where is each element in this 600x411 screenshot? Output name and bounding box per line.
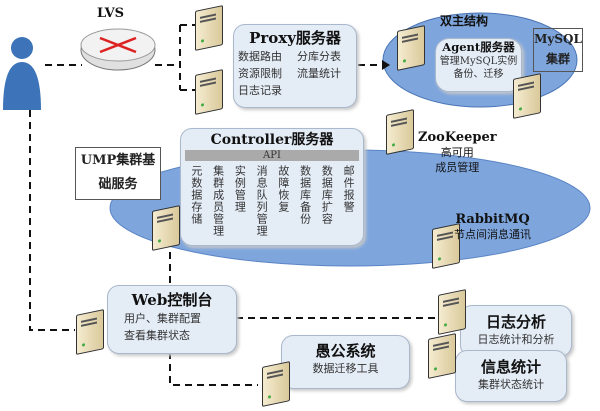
proxy-item: 流量统计 <box>297 67 341 80</box>
api-bar: API <box>185 150 359 161</box>
log-title: 日志分析 <box>485 313 546 331</box>
stats-server-icon <box>428 333 456 379</box>
proxy-item: 资源限制 <box>238 67 282 80</box>
zookeeper-label: ZooKeeper 高可用 成员管理 <box>418 130 497 175</box>
agent-server-icon <box>397 25 425 71</box>
zookeeper-server-icon <box>386 109 414 155</box>
log-line: 日志统计和分析 <box>477 333 555 346</box>
controller-function: 数据库备份 <box>298 165 312 225</box>
mysql-cluster-label: MySQL集群 <box>533 28 583 72</box>
stats-title: 信息统计 <box>480 358 541 376</box>
yugong-line: 数据迁移工具 <box>312 362 379 375</box>
web-line: 用户、集群配置 <box>124 312 201 325</box>
lvs-label: LVS <box>97 6 125 21</box>
dual-master-label: 双主结构 <box>440 14 489 28</box>
log-server-icon <box>438 289 466 335</box>
web-console-box: Web控制台 用户、集群配置 查看集群状态 <box>107 285 237 354</box>
zookeeper-line: 成员管理 <box>435 161 480 174</box>
web-line: 查看集群状态 <box>124 329 190 342</box>
controller-server-icon <box>152 205 180 251</box>
proxy-box: Proxy服务器 数据路由 分库分表 资源限制 流量统计 日志记录 <box>233 24 357 108</box>
agent-title: Agent服务器 <box>442 40 515 54</box>
proxy-title: Proxy服务器 <box>249 29 341 47</box>
log-analysis-box: 日志分析 日志统计和分析 <box>460 305 572 357</box>
web-server-icon <box>76 309 104 355</box>
controller-box: Controller服务器 API 元数据存储 集群成员管理 实例管理 消息队列… <box>180 128 364 246</box>
mysql-server-icon <box>513 73 541 119</box>
controller-function: 故障恢复 <box>276 165 290 213</box>
stats-box: 信息统计 集群状态统计 <box>455 350 567 402</box>
proxy-server-icon <box>195 5 223 51</box>
yugong-server-icon <box>262 361 290 407</box>
proxy-item: 数据路由 <box>238 50 282 63</box>
controller-function: 消息队列管理 <box>255 165 269 237</box>
user-icon <box>3 37 41 110</box>
controller-function: 元数据存储 <box>189 165 203 225</box>
agent-line: 备份、迁移 <box>453 69 504 80</box>
stats-line: 集群状态统计 <box>478 378 544 391</box>
proxy-server-icon <box>195 69 223 115</box>
yugong-title: 愚公系统 <box>315 342 376 360</box>
agent-box: Agent服务器 管理MySQL实例 备份、迁移 <box>435 38 522 92</box>
ump-label: UMP集群基础服务 <box>75 147 161 200</box>
controller-title: Controller服务器 <box>210 132 334 148</box>
rabbitmq-title: RabbitMQ <box>455 212 530 227</box>
controller-function: 集群成员管理 <box>211 165 225 237</box>
zookeeper-line: 高可用 <box>440 146 474 159</box>
web-title: Web控制台 <box>131 291 213 309</box>
rabbitmq-line: 节点间消息通讯 <box>454 228 531 241</box>
controller-function: 邮件报警 <box>342 165 356 213</box>
agent-line: 管理MySQL实例 <box>439 56 518 67</box>
proxy-item: 分库分表 <box>297 50 341 63</box>
proxy-item: 日志记录 <box>238 84 282 97</box>
controller-function: 数据库扩容 <box>320 165 334 225</box>
yugong-box: 愚公系统 数据迁移工具 <box>281 335 410 389</box>
controller-function: 实例管理 <box>233 165 247 213</box>
rabbitmq-label: RabbitMQ 节点间消息通讯 <box>454 212 531 242</box>
zookeeper-title: ZooKeeper <box>418 130 497 145</box>
